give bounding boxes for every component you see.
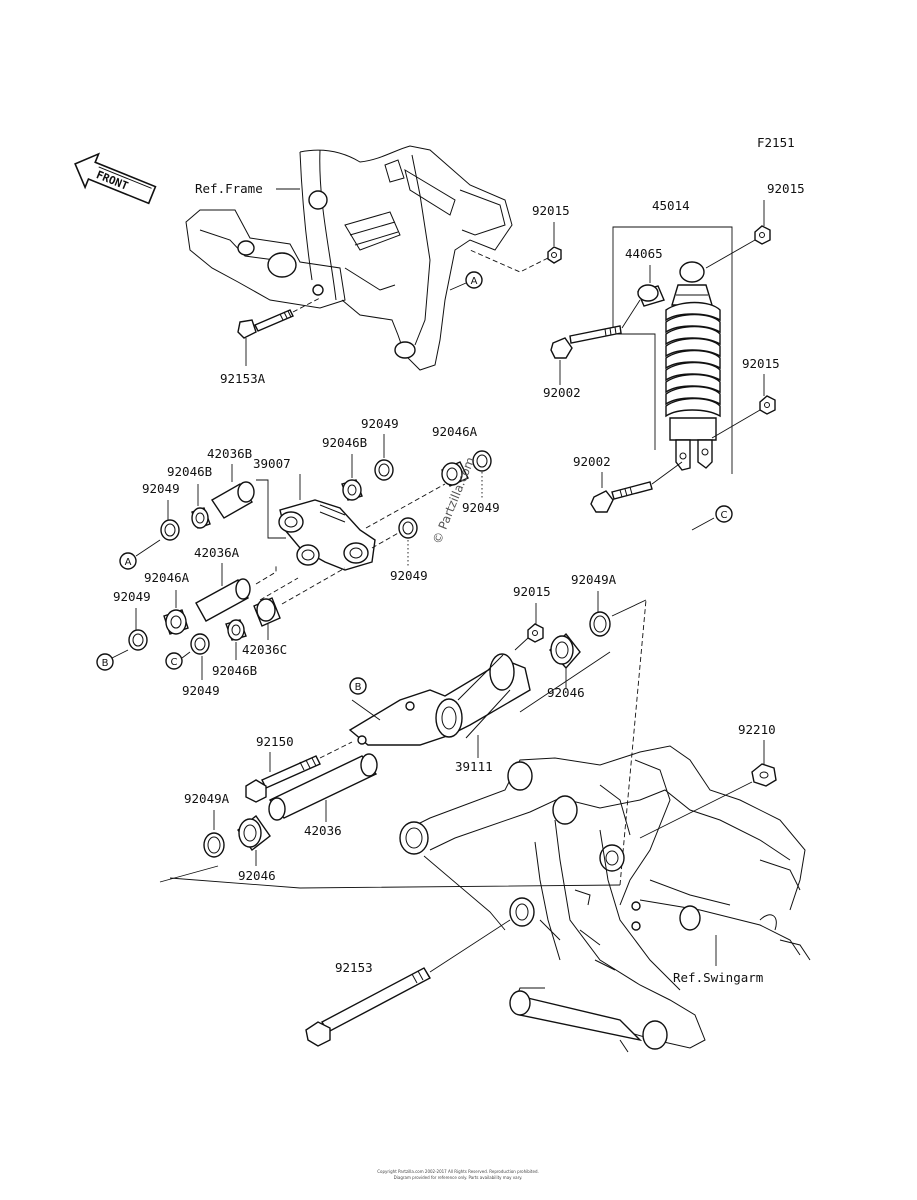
rocker-arm-39007	[278, 499, 376, 571]
marker-b-center: B	[349, 677, 367, 695]
bushing-92046A-top	[441, 461, 469, 487]
bushing-92046A-left	[163, 609, 189, 635]
label-92049-bl: 92049	[113, 589, 151, 604]
nut-92015-tr	[754, 225, 771, 245]
label-92046B-left: 92046B	[167, 464, 212, 479]
collar-42036C	[253, 597, 281, 627]
bolt-92002-a	[550, 325, 622, 359]
marker-c-left: C	[165, 652, 183, 670]
marker-a-frame: A	[465, 271, 483, 289]
svg-text:B: B	[102, 658, 109, 669]
label-92002-b: 92002	[573, 454, 611, 469]
label-92210: 92210	[738, 722, 776, 737]
label-92015-mid: 92015	[742, 356, 780, 371]
footer-line2: Diagram provided for reference only. Par…	[394, 1175, 523, 1180]
label-42036A: 42036A	[194, 545, 240, 560]
seal-92049-bl	[128, 629, 148, 651]
label-92049A-bot: 92049A	[184, 791, 230, 806]
label-92049-right: 92049	[462, 500, 500, 515]
seal-92049-center	[398, 517, 418, 539]
label-92153: 92153	[335, 960, 373, 975]
bushing-92046-right	[549, 632, 581, 670]
ref-frame-label: Ref.Frame	[195, 181, 263, 196]
label-42036C: 42036C	[242, 642, 287, 657]
nut-92210	[751, 763, 777, 787]
label-42036: 42036	[304, 823, 342, 838]
bushing-92046-bot	[237, 814, 271, 852]
label-92046A-top: 92046A	[432, 424, 478, 439]
label-45014: 45014	[652, 198, 690, 213]
nut-92015-mid	[759, 395, 776, 415]
svg-text:C: C	[171, 657, 178, 668]
label-92049-center: 92049	[390, 568, 428, 583]
figure-code: F2151	[757, 135, 795, 150]
bushing-92046B-bot	[225, 619, 247, 641]
label-92049-top: 92049	[361, 416, 399, 431]
marker-c-right: C	[715, 505, 733, 523]
label-39111: 39111	[455, 759, 493, 774]
collar-44065	[637, 284, 665, 307]
svg-text:B: B	[355, 682, 362, 693]
label-44065: 44065	[625, 246, 663, 261]
label-92049A-top: 92049A	[571, 572, 617, 587]
tie-rod-39111	[348, 653, 531, 746]
swingarm-drawing	[399, 745, 811, 1053]
circlip-92049A-bot	[203, 832, 225, 858]
front-arrow-icon: FRONT	[74, 152, 157, 205]
nut-92015-top	[547, 246, 562, 264]
seal-92049-top	[374, 459, 394, 481]
label-42036B: 42036B	[207, 446, 252, 461]
label-92046-bot: 92046	[238, 868, 276, 883]
bolt-92150	[245, 755, 321, 803]
marker-b-left: B	[96, 653, 114, 671]
label-92046-right: 92046	[547, 685, 585, 700]
label-92046B-top: 92046B	[322, 435, 367, 450]
label-92002-a: 92002	[543, 385, 581, 400]
svg-text:C: C	[721, 510, 728, 521]
seal-92049-left	[160, 519, 180, 541]
ref-swingarm-label: Ref.Swingarm	[673, 970, 763, 985]
collar-42036A	[195, 578, 251, 622]
shock-absorber-45014	[665, 261, 721, 471]
label-92150: 92150	[256, 734, 294, 749]
circlip-92049A-top	[589, 611, 611, 637]
svg-text:A: A	[471, 276, 478, 287]
frame-drawing	[185, 145, 513, 371]
bushing-92046B-left	[191, 507, 211, 529]
label-92049-bot: 92049	[182, 683, 220, 698]
collar-42036B	[211, 481, 255, 519]
label-92153A: 92153A	[220, 371, 266, 386]
label-92015-low: 92015	[513, 584, 551, 599]
label-92046A-left: 92046A	[144, 570, 190, 585]
label-92046B-bot: 92046B	[212, 663, 257, 678]
nut-92015-low	[527, 623, 544, 643]
label-92015-tr: 92015	[767, 181, 805, 196]
collar-42036	[268, 753, 378, 821]
bolt-92002-b	[590, 481, 653, 513]
seal-92049-bot	[190, 633, 210, 655]
svg-text:A: A	[125, 557, 132, 568]
marker-a-left: A	[119, 552, 137, 570]
label-39007: 39007	[253, 456, 291, 471]
bushing-92046B-top	[341, 479, 363, 501]
label-92049-left: 92049	[142, 481, 180, 496]
bolt-92153A	[237, 309, 294, 339]
seal-92049-right	[472, 450, 492, 472]
footer-line1: Copyright Partzilla.com 2002-2017 All Ri…	[377, 1169, 539, 1174]
label-92015-top: 92015	[532, 203, 570, 218]
bolt-92153	[305, 967, 431, 1047]
